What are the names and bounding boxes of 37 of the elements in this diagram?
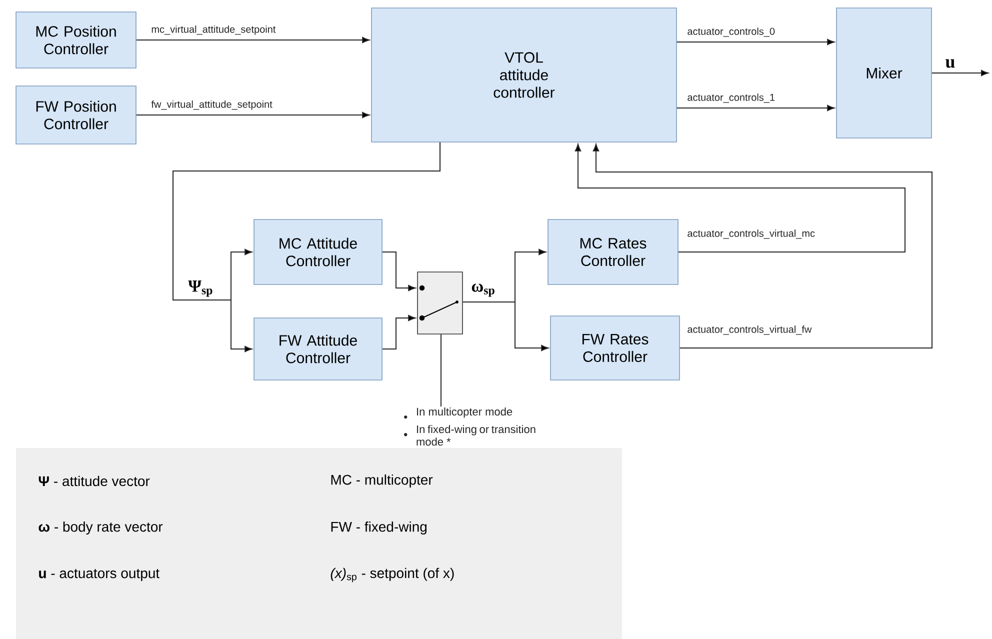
controller-box: FW Attitude Controller — [254, 318, 382, 380]
controller-box: MC Rates Controller — [548, 219, 678, 285]
controller-box: FW Position Controller — [16, 86, 136, 144]
arrow — [136, 112, 370, 118]
note-text: In multicopter mode In fixed-wing or transition mode * — [404, 407, 536, 446]
key-entry: Ψ - attitude vector — [38, 476, 150, 486]
arrow — [574, 144, 906, 252]
arrow — [676, 38, 835, 46]
controller-box: MC Position Controller — [16, 12, 136, 68]
edge-label: actuator_controls_virtual_fw — [686, 324, 813, 336]
edge-label: ω$_{sp}$ — [470, 282, 496, 298]
controller-box: Mixer — [836, 8, 932, 138]
key-entry: (x)$_{sp}$ - setpoint (of x) — [330, 568, 454, 582]
arrow — [136, 36, 370, 44]
edge-label: Ψ$_{sp}$ — [187, 280, 214, 298]
edge-label: actuator_controls_1 — [686, 92, 776, 104]
edge-label: actuator_controls_virtual_mc — [686, 228, 816, 240]
arrow — [382, 314, 416, 350]
edge-label: u — [944, 58, 956, 69]
arrow — [592, 144, 932, 348]
arrow — [931, 70, 988, 76]
arrow — [462, 302, 549, 352]
key-entry: ω - body rate vector — [38, 521, 163, 535]
arrow — [676, 104, 835, 112]
edge-label: fw_virtual_attitude_setpoint — [150, 99, 274, 111]
controller-box: VTOL attitude controller — [371, 8, 677, 142]
switch-box — [417, 272, 463, 334]
key-entry: MC - multicopter — [331, 474, 433, 488]
arrow — [172, 142, 440, 352]
controller-box: MC Attitude Controller — [254, 219, 382, 285]
edge-label: mc_virtual_attitude_setpoint — [150, 24, 277, 36]
leader-line — [440, 334, 442, 407]
arrow — [382, 252, 416, 292]
key-entry: u - actuators output — [39, 569, 160, 581]
controller-box: FW Rates Controller — [550, 316, 680, 380]
edge-label: actuator_controls_0 — [686, 26, 776, 38]
key-entry: FW - fixed-wing — [331, 521, 427, 535]
